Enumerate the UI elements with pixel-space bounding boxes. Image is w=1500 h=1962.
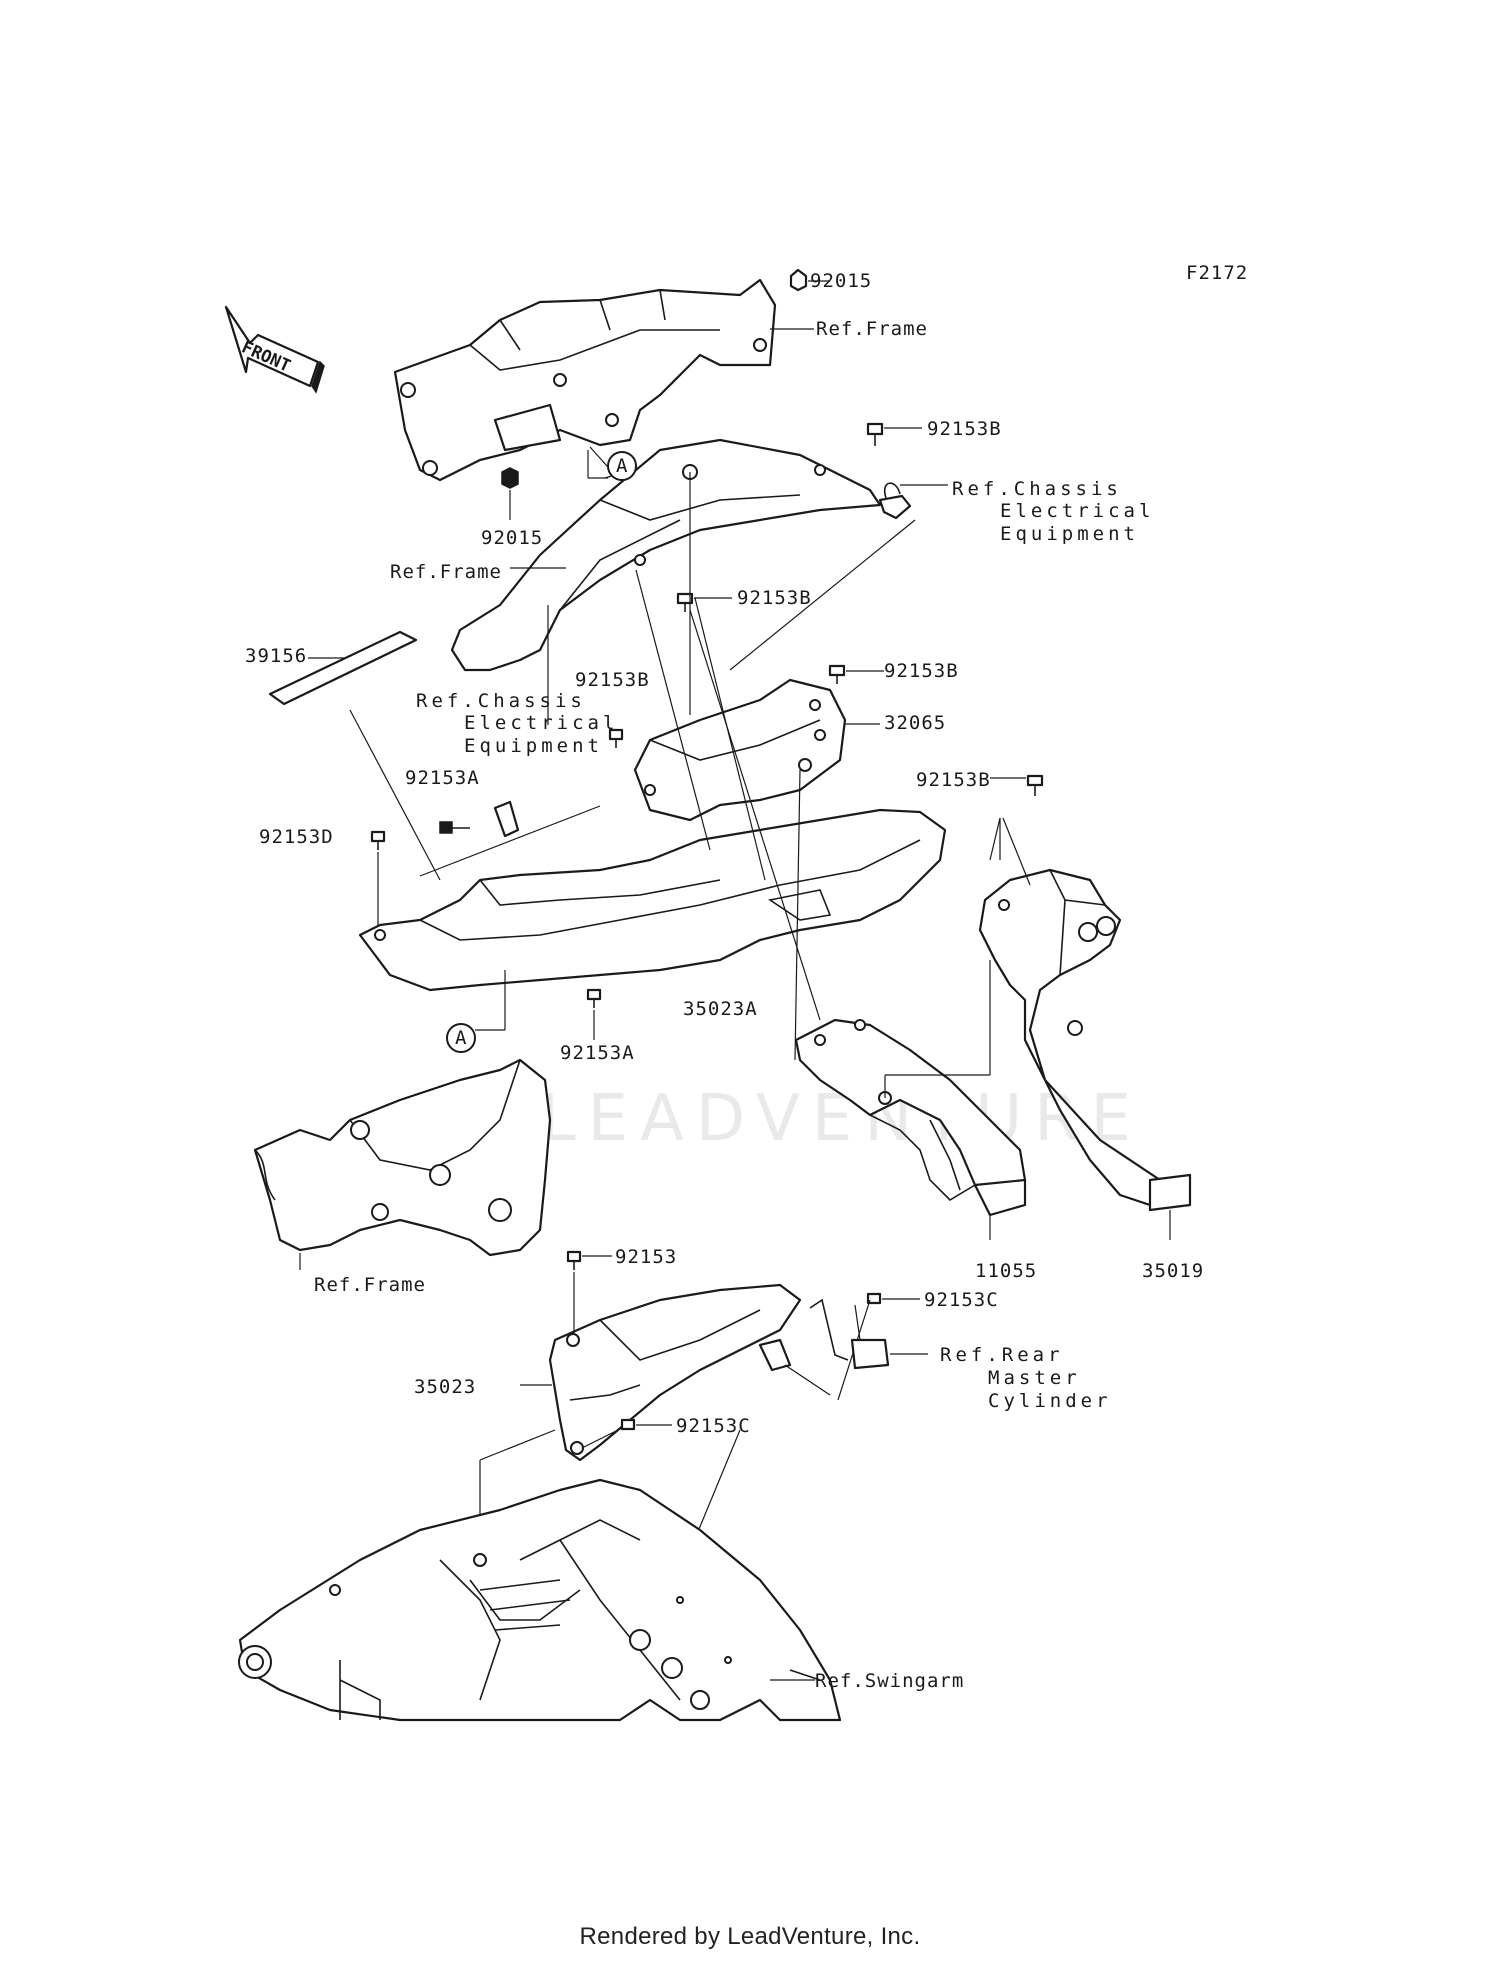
label-92153: 92153: [615, 1246, 678, 1268]
label-92153b-2: 92153B: [737, 587, 812, 609]
inner-fender-11055: [794, 1018, 1027, 1240]
bolt-92153b-4: [608, 728, 624, 748]
label-92153a-1: 92153A: [405, 767, 480, 789]
label-92015-bottom: 92015: [481, 527, 544, 549]
label-ref-frame-mid: Ref.Frame: [390, 561, 502, 583]
chassis-bracket-2: [493, 800, 520, 838]
bracket-32065: [633, 678, 880, 822]
label-ref-rear-master-l2: Master: [988, 1367, 1081, 1389]
label-callout-a-top: A: [616, 455, 628, 477]
bolt-92153a-2: [586, 988, 602, 1040]
bolt-92153b-2: [676, 592, 732, 612]
bolt-92153: [566, 1250, 612, 1335]
rear-master-cylinder-bracket: [809, 1298, 928, 1370]
bolt-92153b-3: [828, 664, 884, 684]
label-92153b-5: 92153B: [916, 769, 991, 791]
label-35019: 35019: [1142, 1260, 1205, 1282]
label-ref-frame-top: Ref.Frame: [816, 318, 928, 340]
label-ref-chassis-2-l1: Ref.Chassis: [416, 690, 586, 712]
rear-subframe: [450, 438, 882, 672]
bolt-92153d: [370, 830, 386, 925]
label-ref-swingarm: Ref.Swingarm: [815, 1670, 965, 1692]
bolt-92153b-1: [866, 422, 922, 446]
nut-92015-bottom: [501, 467, 519, 520]
label-35023: 35023: [414, 1376, 477, 1398]
label-ref-chassis-2-l3: Equipment: [464, 735, 603, 757]
label-ref-chassis-1-l1: Ref.Chassis: [952, 478, 1122, 500]
swingarm-ref: [238, 1478, 842, 1722]
label-ref-rear-master-l3: Cylinder: [988, 1390, 1112, 1412]
label-92153c-1: 92153C: [924, 1289, 999, 1311]
label-92153b-4: 92153B: [884, 660, 959, 682]
watermark: LEADVENTURE: [540, 1082, 1143, 1156]
label-92153d: 92153D: [259, 826, 334, 848]
footer-credit: Rendered by LeadVenture, Inc.: [579, 1923, 921, 1950]
sticker-39156: [268, 630, 418, 706]
label-11055: 11055: [975, 1260, 1038, 1282]
label-92153b-1: 92153B: [927, 418, 1002, 440]
license-bracket-35019: [978, 868, 1192, 1240]
label-92153a-2: 92153A: [560, 1042, 635, 1064]
rear-fender-35023: [520, 1283, 802, 1462]
front-direction-arrow-icon: FRONT: [224, 305, 325, 394]
label-39156: 39156: [245, 645, 308, 667]
callout-a-bottom: [446, 970, 506, 1053]
bolt-92153b-5: [990, 774, 1044, 796]
label-32065: 32065: [884, 712, 947, 734]
label-ref-rear-master-l1: Ref.Rear: [940, 1344, 1064, 1366]
label-ref-frame-bottom: Ref.Frame: [314, 1274, 426, 1296]
label-92153c-2: 92153C: [676, 1415, 751, 1437]
label-ref-chassis-1-l2: Electrical: [1000, 500, 1155, 522]
chassis-bracket-1: [878, 494, 912, 520]
label-92153b-3: 92153B: [575, 669, 650, 691]
label-callout-a-bottom: A: [455, 1027, 467, 1049]
callout-a-top: [587, 450, 637, 481]
diagram-code: F2172: [1186, 262, 1249, 284]
label-35023a: 35023A: [683, 998, 758, 1020]
label-ref-chassis-1-l3: Equipment: [1000, 523, 1139, 545]
label-92015-top: 92015: [810, 270, 873, 292]
frame-lower-ref: [253, 1058, 552, 1257]
undertray-35023a: [358, 808, 947, 992]
nut-92015-top: [789, 268, 830, 292]
bolt-92153a-1: [439, 821, 470, 834]
bolt-92153c-2: [581, 1418, 672, 1449]
label-ref-chassis-2-l2: Electrical: [464, 712, 619, 734]
rear-frame-upper: [393, 278, 777, 482]
